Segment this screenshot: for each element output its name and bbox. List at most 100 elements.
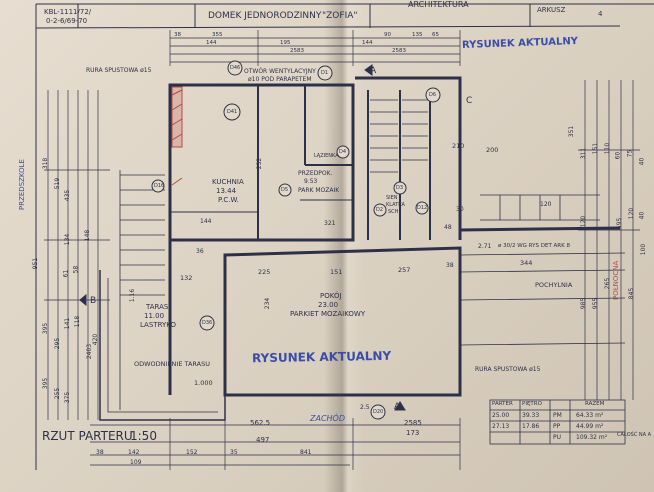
dim-inner-15: 2.71 [478,243,492,250]
dim-right-1: 351 [568,125,576,138]
kitchen-name: KUCHNIA [212,178,244,186]
stair-sch-label: SCH. [388,209,400,215]
vent-note: OTWÓR WENTYLACYJNY [244,68,316,75]
dim-right-12: 845 [628,287,636,300]
dim-right-15: 120 [628,207,636,220]
dim-left-9: 134 [64,233,72,246]
dim-left-10: 318 [42,157,50,170]
table-row-2-col-1: 27.13 [492,423,510,430]
dim-inner-6: 36 [196,248,204,255]
dim-right-14: 595 [616,217,624,230]
section-mark-a-top: A [370,66,377,76]
dim-bottom-2: 2585 [404,419,422,427]
dim-left-4: 141 [64,317,72,330]
dim-inner-8: 321 [324,220,336,227]
dim-right-6: 75 [626,149,634,158]
marker-d5: D5 [281,187,289,193]
drawing-title: RZUT PARTERU [42,429,133,443]
dim-inner-9: 234 [264,297,272,310]
dim-right-5: 60 [614,151,622,160]
handwritten-right-label: POŁNOCNA [612,260,620,300]
dim-left-14: 395 [42,377,50,390]
dim-inner-10: 38 [446,262,454,269]
section-mark-b-left: B [90,296,97,306]
marker-d20: D20 [373,409,384,415]
sheet-label: ARKUSZ [537,6,566,14]
table-header-ground: PARTER [492,401,513,407]
table-row-2-col-3: PP [553,423,561,430]
sheet-number: 4 [598,10,603,18]
dim-inner-11: 344 [520,259,533,267]
room-area: 23.00 [318,301,339,309]
dim-bottom-4: 173 [406,429,420,437]
dim-bottom-5: 152 [186,449,198,456]
paper-fold-shadow [324,0,364,492]
dim-top-7: 144 [362,40,373,46]
table-row-1-col-2: 39.33 [522,412,540,419]
dim-left-11: 519 [54,177,62,190]
project-name: "ZOFIA" [322,11,358,21]
terrace-area: 11.00 [144,312,165,320]
dim-right-3: 151 [592,142,600,155]
dim-top-9: 65 [432,32,439,38]
marker-d2: D2 [376,207,384,213]
downpipe-note-right: RURA SPUSTOWA ø15 [475,366,541,373]
dim-inner-17: 30 [456,206,464,213]
dim-bottom-9: 142 [128,449,140,456]
stair-cage-label: KLATKA [386,202,405,208]
dim-left-13: 148 [84,229,92,242]
dim-right-11: 265 [604,277,612,290]
terrace-drain-label: ODWODNIENIE TARASU [134,360,211,368]
dim-top-2: 355 [212,32,223,38]
dim-inner-18: 48 [444,224,452,231]
footer-right-note: CAŁOŚĆ NA A [617,432,652,438]
discipline-label: ARCHITEKTURA [408,0,469,9]
dim-right-10: 955 [592,297,600,310]
hall-name: PRZEDPOK. [298,170,333,177]
dim-right-9: 985 [580,297,588,310]
kitchen-area: 13.44 [216,187,237,195]
title-code-2: 0-2-6/69-70 [46,17,88,25]
dim-left-2: 395 [42,322,50,335]
table-row-1-col-4: 64.33 m² [576,412,604,419]
dim-bottom-11: 2.5 [360,404,370,411]
dim-left-8: 58 [72,265,80,274]
dim-top-10: 2583 [392,48,406,54]
bathroom-label: LĄZIENKA [314,153,339,159]
dim-top-6: 90 [384,32,391,38]
kitchen-floor: P.C.W. [218,196,239,204]
dim-inner-3: 151 [330,268,343,276]
dim-top-5: 2583 [290,48,304,54]
room-name: POKÓJ [320,292,342,300]
dim-right-7: 40 [638,157,646,166]
dim-top-8: 135 [412,32,423,38]
dim-bottom-7: 841 [300,449,312,456]
table-row-3-col-4: 109.32 m² [576,434,608,441]
table-row-3-col-3: PU [553,434,562,441]
dim-inner-16: 120 [540,201,552,208]
dim-top-3: 144 [206,40,217,46]
hall-area: 9.53 [304,178,318,185]
dim-bottom-8: 38 [96,449,104,456]
dim-right-2: 311 [580,147,588,160]
marker-d16: D16 [154,183,165,189]
table-header-total: RAZEM [585,401,605,407]
section-mark-c-top: C [466,96,473,106]
dim-bottom-1: 562.5 [250,419,271,427]
dim-right-8: 120 [580,215,588,228]
hall-floor: PARK MOZAIK [298,187,340,194]
dim-inner-13: 210 [452,142,465,150]
drawing-scale: 1:50 [130,429,157,443]
dim-inner-2: 225 [258,268,271,276]
dim-left-7: 61 [62,269,70,278]
dim-inner-7: 144 [200,218,212,225]
stair-detail-note: ø 30/2 WG RYS DET ARK 8 [498,243,570,249]
dim-inner-12: 200 [486,146,499,154]
dim-left-17: 375 [64,391,72,404]
dim-right-13: 100 [640,243,648,256]
dim-inner-14: 1.000 [194,379,213,387]
table-header-floor: PIĘTRO [522,401,542,407]
marker-d4: D4 [339,149,347,155]
